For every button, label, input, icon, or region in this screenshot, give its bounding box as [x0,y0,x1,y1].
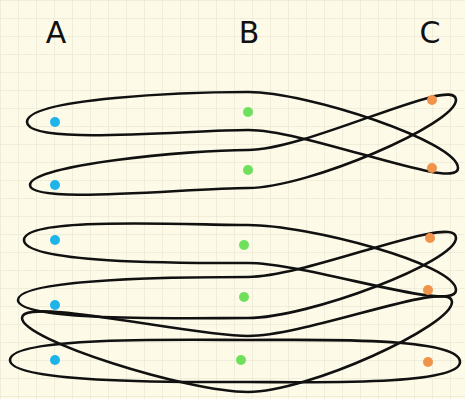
a-dot [50,180,60,190]
column-label: B [239,18,260,48]
column-label: A [46,18,67,48]
c-dot [427,95,437,105]
a-dot [50,235,60,245]
b-dot [243,107,253,117]
a-dot [50,117,60,127]
column-label: C [420,18,441,48]
triple-loop [30,95,456,195]
dots [50,95,437,367]
triple-loop [24,223,456,296]
triple-loop [27,92,458,174]
loops [10,92,460,392]
a-dot [50,300,60,310]
c-dot [427,163,437,173]
b-dot [239,240,249,250]
c-dot [423,357,433,367]
b-dot [236,355,246,365]
c-dot [423,285,433,295]
b-dot [243,165,253,175]
a-dot [50,355,60,365]
b-dot [239,292,249,302]
triple-loop [22,296,452,392]
c-dot [425,233,435,243]
